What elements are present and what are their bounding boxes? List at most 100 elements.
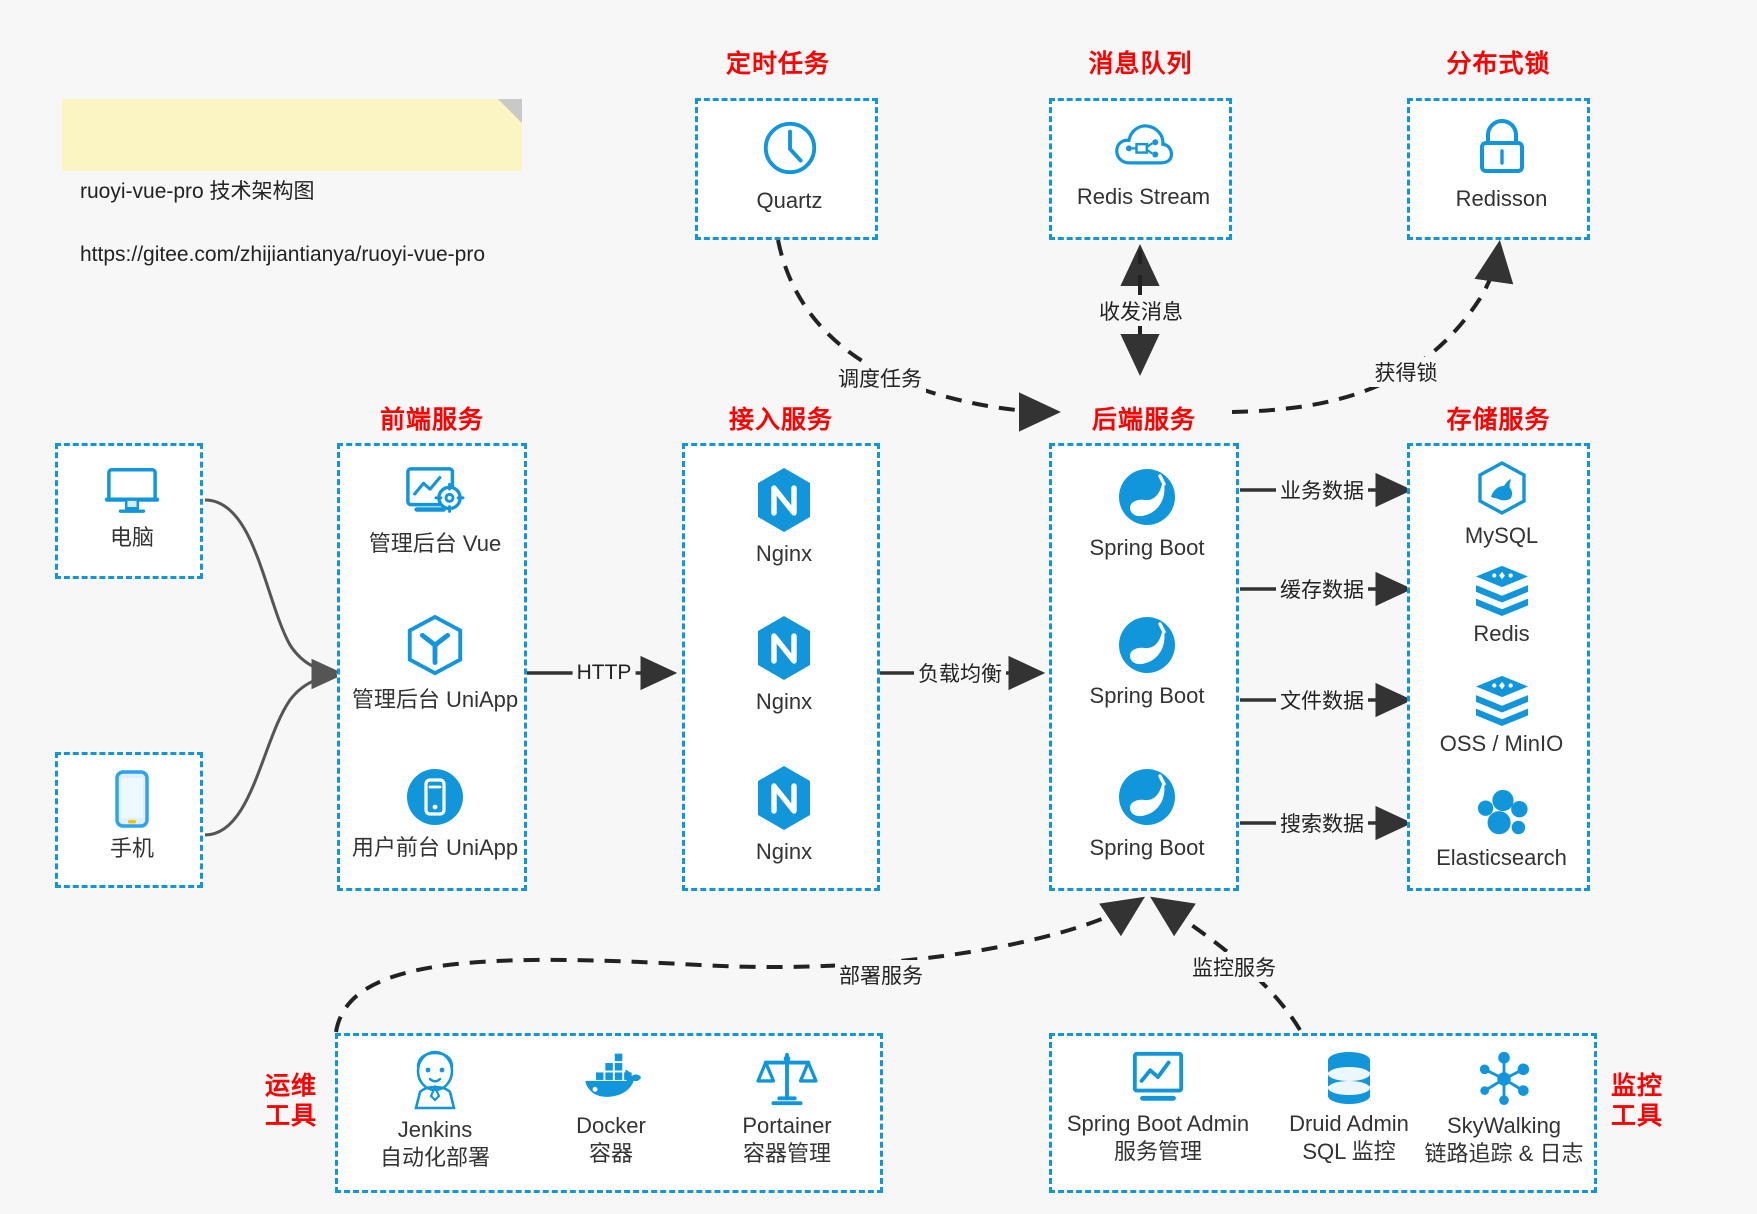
edge-phone-to-frontend	[204, 662, 341, 837]
group-title-devops: 运维 工具	[264, 1072, 317, 1130]
node-label-redisson: Redisson	[1455, 186, 1548, 211]
smartphone-icon	[115, 770, 149, 828]
uniapp-hexagon-icon	[407, 614, 463, 676]
edge-pc-to-frontend	[204, 498, 341, 686]
group-title-message-queue: 消息队列	[1088, 50, 1193, 78]
edge-label-cache-data: 缓存数据	[1276, 574, 1368, 604]
node-label-spring-boot-3: Spring Boot	[1089, 835, 1205, 860]
node-jenkins[interactable]: Jenkins 自动化部署	[350, 1050, 520, 1171]
node-skywalking[interactable]: SkyWalking 链路追踪 & 日志	[1412, 1050, 1596, 1167]
node-spring-boot-2[interactable]: Spring Boot	[1052, 614, 1242, 710]
group-title-frontend: 前端服务	[379, 406, 484, 434]
diagram-note: ruoyi-vue-pro 技术架构图 https://gitee.com/zh…	[62, 99, 522, 266]
node-label-skywalking: SkyWalking	[1446, 1113, 1562, 1138]
group-box-monitoring: Spring Boot Admin 服务管理 Druid Admin SQL 监…	[1049, 1033, 1597, 1193]
edge-label-send-receive-message: 收发消息	[1095, 296, 1187, 326]
note-line-2: https://gitee.com/zhijiantianya/ruoyi-vu…	[80, 243, 486, 266]
node-label-elasticsearch: Elasticsearch	[1436, 845, 1567, 870]
lock-icon	[1479, 119, 1524, 173]
spring-boot-icon	[1119, 617, 1175, 673]
node-label-quartz: Quartz	[756, 188, 823, 213]
docker-icon	[585, 1053, 642, 1097]
node-label-phone: 手机	[109, 836, 154, 861]
redis-icon	[1475, 565, 1528, 616]
desktop-monitor-icon	[104, 468, 160, 513]
node-label-admin-uniapp: 管理后台 UniApp	[351, 687, 519, 712]
spring-boot-icon	[1119, 469, 1175, 525]
group-box-devops: Jenkins 自动化部署 Docker 容器	[335, 1033, 883, 1193]
node-spring-boot-admin[interactable]: Spring Boot Admin 服务管理	[1058, 1050, 1258, 1165]
edge-label-acquire-lock: 获得锁	[1370, 357, 1442, 387]
node-mysql[interactable]: MySQL	[1410, 460, 1593, 550]
node-phone[interactable]: 手机	[58, 769, 206, 863]
group-title-scheduled-task: 定时任务	[725, 50, 830, 78]
nginx-icon	[758, 616, 810, 680]
redis-icon	[1475, 675, 1528, 726]
edge-devops-to-backend	[334, 896, 1145, 1033]
group-box-client-phone: 手机	[55, 752, 203, 888]
node-elasticsearch[interactable]: Elasticsearch	[1410, 786, 1593, 872]
note-fold-corner	[498, 99, 522, 123]
node-docker[interactable]: Docker 容器	[526, 1050, 696, 1167]
node-sublabel-druid-admin: SQL 监控	[1302, 1138, 1396, 1164]
mobile-circle-icon	[407, 769, 463, 825]
group-box-gateway: Nginx Nginx Nginx	[682, 443, 880, 891]
nginx-icon	[758, 468, 810, 532]
group-box-scheduled-task: Quartz	[695, 98, 878, 240]
jenkins-icon	[414, 1050, 456, 1110]
node-quartz[interactable]: Quartz	[698, 117, 881, 215]
node-redis[interactable]: Redis	[1410, 564, 1593, 648]
group-title-gateway: 接入服务	[728, 406, 833, 434]
node-oss-minio[interactable]: OSS / MinIO	[1410, 674, 1593, 758]
group-title-storage: 存储服务	[1446, 406, 1551, 434]
mysql-icon	[1477, 461, 1526, 515]
group-title-monitoring: 监控 工具	[1610, 1072, 1663, 1130]
node-nginx-3[interactable]: Nginx	[685, 764, 883, 866]
node-label-docker: Docker	[576, 1113, 646, 1138]
node-label-mysql: MySQL	[1464, 523, 1539, 548]
group-title-distributed-lock: 分布式锁	[1446, 50, 1551, 78]
node-sublabel-jenkins: 自动化部署	[379, 1144, 490, 1170]
node-computer[interactable]: 电脑	[58, 464, 206, 552]
node-label-spring-boot-1: Spring Boot	[1089, 535, 1205, 560]
node-nginx-1[interactable]: Nginx	[685, 466, 883, 568]
node-redis-stream[interactable]: Redis Stream	[1052, 117, 1235, 211]
elasticsearch-icon	[1477, 789, 1528, 835]
node-druid-admin[interactable]: Druid Admin SQL 监控	[1264, 1050, 1434, 1165]
node-nginx-2[interactable]: Nginx	[685, 614, 883, 716]
node-label-oss-minio: OSS / MinIO	[1439, 731, 1564, 756]
edge-label-http: HTTP	[572, 661, 636, 685]
node-label-nginx-1: Nginx	[755, 541, 813, 566]
note-line-1: ruoyi-vue-pro 技术架构图	[80, 180, 315, 203]
node-spring-boot-1[interactable]: Spring Boot	[1052, 466, 1242, 562]
node-label-spring-boot-2: Spring Boot	[1089, 683, 1205, 708]
node-label-computer: 电脑	[109, 525, 154, 550]
node-sublabel-spring-boot-admin: 服务管理	[1113, 1138, 1202, 1164]
node-admin-vue[interactable]: 管理后台 Vue	[340, 464, 530, 558]
group-box-distributed-lock: Redisson	[1407, 98, 1590, 240]
node-label-admin-vue: 管理后台 Vue	[368, 531, 502, 556]
edge-label-deploy-service: 部署服务	[835, 960, 927, 990]
node-label-jenkins: Jenkins	[397, 1117, 473, 1142]
node-label-redis: Redis	[1473, 621, 1530, 646]
group-box-message-queue: Redis Stream	[1049, 98, 1232, 240]
spring-boot-icon	[1119, 769, 1175, 825]
clock-icon	[763, 121, 816, 175]
scales-icon	[756, 1052, 818, 1106]
group-title-backend: 后端服务	[1091, 406, 1196, 434]
cloud-stream-icon	[1114, 124, 1173, 165]
node-portainer[interactable]: Portainer 容器管理	[702, 1050, 872, 1167]
node-spring-boot-3[interactable]: Spring Boot	[1052, 766, 1242, 862]
group-box-storage: MySQL Redis OSS / MinIO	[1407, 443, 1590, 891]
edge-label-schedule-task: 调度任务	[834, 363, 926, 393]
chart-monitor-icon	[1132, 1051, 1184, 1101]
group-box-client-pc: 电脑	[55, 443, 203, 579]
edge-backend-to-lock	[1231, 240, 1514, 414]
node-redisson[interactable]: Redisson	[1410, 117, 1593, 213]
group-box-frontend: 管理后台 Vue 管理后台 UniApp 用户前台 UniApp	[337, 443, 527, 891]
node-admin-uniapp[interactable]: 管理后台 UniApp	[340, 614, 530, 714]
node-label-spring-boot-admin: Spring Boot Admin	[1066, 1111, 1250, 1136]
node-user-uniapp[interactable]: 用户前台 UniApp	[340, 766, 530, 862]
edge-label-monitor-service: 监控服务	[1188, 952, 1280, 982]
